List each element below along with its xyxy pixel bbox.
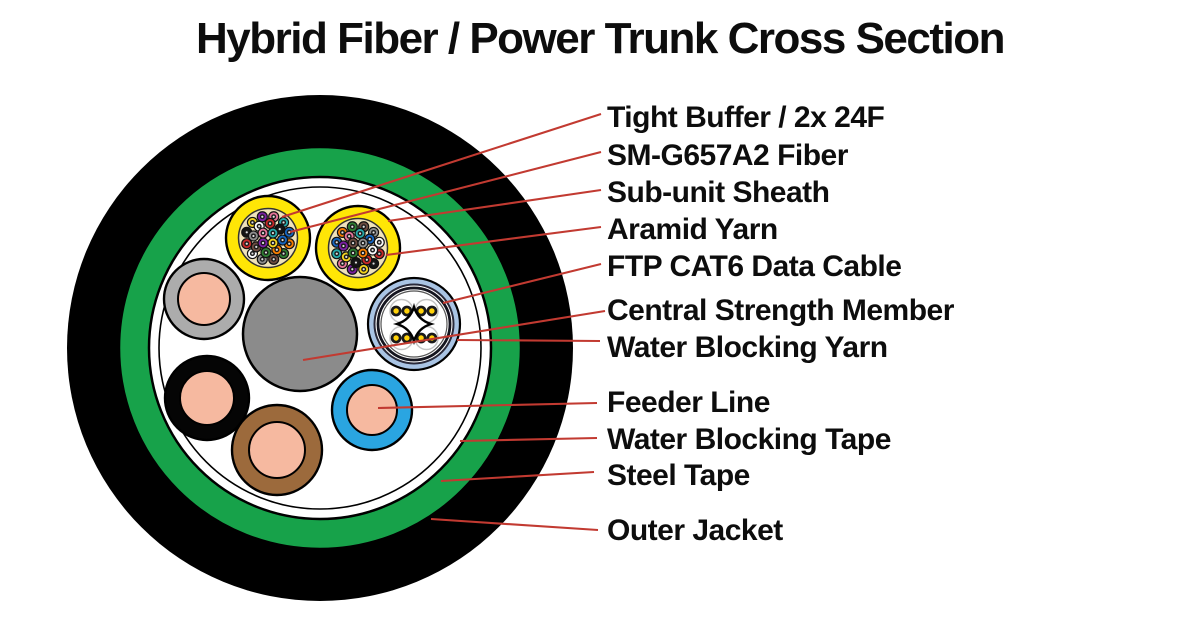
fiber-core — [354, 261, 358, 264]
cat6-wire-core — [404, 308, 410, 314]
feeder-line-blue-conductor — [346, 384, 398, 436]
cat6-wire-core — [393, 308, 399, 314]
fiber-core — [362, 268, 365, 271]
leader-line-sm-fiber — [289, 150, 602, 234]
leader-line-steel-tape — [440, 470, 595, 483]
cat6-wire-core — [393, 335, 399, 341]
fiber-core — [351, 241, 355, 245]
label-central-strength-member: Central Strength Member — [607, 294, 954, 327]
leader-line-outer-jacket — [430, 517, 599, 532]
fiber-subunit-left — [224, 194, 312, 282]
fiber-core — [362, 225, 365, 228]
fiber-core — [288, 242, 291, 245]
ftp-cat6-cable — [366, 276, 462, 372]
feeder-line-gray — [162, 257, 246, 341]
fiber-core — [261, 258, 264, 261]
fiber-core — [255, 245, 258, 248]
fiber-core — [365, 258, 368, 261]
fiber-core — [258, 225, 261, 228]
cat6-wire-core — [429, 308, 435, 314]
fiber-core — [378, 252, 381, 255]
fiber-core — [272, 258, 275, 261]
fiber-core — [261, 215, 264, 218]
fiber-core — [251, 221, 254, 224]
fiber-core — [252, 234, 255, 238]
leader-line-water-blocking-tape — [459, 436, 598, 443]
fiber-core — [341, 262, 344, 265]
fiber-core — [278, 228, 281, 231]
fiber-core — [264, 251, 268, 254]
fiber-core — [371, 248, 374, 252]
leader-line-tight-buffer — [281, 113, 602, 218]
fiber-core — [351, 225, 354, 228]
fiber-core — [372, 262, 375, 265]
fiber-core — [368, 238, 371, 241]
label-ftp-cat6: FTP CAT6 Data Cable — [607, 250, 902, 283]
fiber-core — [361, 241, 365, 245]
leader-line-feeder-line — [377, 401, 598, 410]
cat6-wire-core — [404, 335, 410, 341]
feeder-line-gray-conductor — [177, 272, 231, 326]
leader-line-ftp-cat6 — [442, 262, 602, 305]
label-sub-unit-sheath: Sub-unit Sheath — [607, 176, 830, 209]
label-steel-tape: Steel Tape — [607, 459, 750, 492]
feeder-line-black-conductor — [179, 370, 235, 426]
fiber-core — [281, 238, 284, 242]
fiber-core — [251, 252, 254, 255]
page-title: Hybrid Fiber / Power Trunk Cross Section — [196, 14, 1005, 63]
fiber-core — [261, 231, 265, 235]
fiber-core — [341, 231, 344, 234]
label-water-blocking-yarn: Water Blocking Yarn — [607, 331, 888, 364]
fiber-core — [351, 251, 355, 255]
fiber-core — [378, 241, 381, 244]
fiber-core — [245, 231, 248, 234]
feeder-line-brown-conductor — [248, 421, 306, 479]
leader-lines — [281, 113, 606, 532]
fiber-subunit-right — [314, 204, 402, 292]
label-sm-fiber: SM-G657A2 Fiber — [607, 139, 848, 172]
leader-line-aramid-yarn — [385, 225, 602, 257]
fiber-core — [271, 241, 275, 245]
fiber-core — [348, 235, 351, 238]
fiber-core — [275, 248, 278, 251]
fiber-core — [272, 215, 275, 218]
central-strength-member — [241, 275, 359, 393]
fiber-core — [335, 252, 338, 255]
fiber-core — [335, 241, 338, 244]
leader-line-water-blocking-yarn — [456, 338, 601, 343]
fiber-core — [271, 231, 275, 235]
label-water-blocking-tape: Water Blocking Tape — [607, 423, 891, 456]
fiber-core — [245, 242, 248, 245]
fiber-core — [268, 222, 272, 225]
fiber-core — [342, 244, 345, 248]
fiber-core — [288, 231, 291, 234]
fiber-core — [372, 231, 375, 234]
fiber-core — [358, 232, 362, 235]
fiber-core — [345, 255, 348, 258]
feeder-line-black — [163, 354, 251, 442]
label-tight-buffer: Tight Buffer / 2x 24F — [607, 101, 885, 134]
feeder-line-brown — [230, 403, 324, 497]
cat6-foil-screen — [376, 286, 452, 362]
fiber-core — [261, 241, 265, 245]
cat6-foil-screen-inner — [380, 290, 448, 358]
cat6-wire-core — [418, 308, 424, 314]
label-outer-jacket: Outer Jacket — [607, 514, 783, 547]
fiber-core — [282, 221, 285, 224]
label-feeder-line: Feeder Line — [607, 386, 770, 419]
label-aramid-yarn: Aramid Yarn — [607, 213, 778, 246]
fiber-core — [351, 268, 354, 271]
fiber-subunit-right-aramid — [327, 217, 389, 279]
cat6-wire-core — [418, 335, 424, 341]
fiber-core — [361, 251, 365, 255]
leader-line-sub-unit-sheath — [387, 188, 602, 223]
fiber-core — [282, 252, 285, 255]
fiber-subunit-left-aramid — [237, 207, 299, 269]
leader-line-central-strength-member — [302, 309, 606, 362]
feeder-line-blue — [330, 368, 414, 452]
